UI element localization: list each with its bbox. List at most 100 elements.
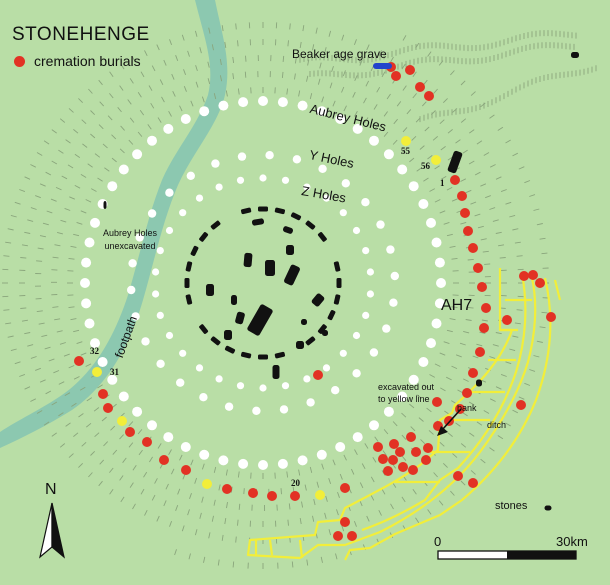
- hatch-tick: [109, 489, 114, 495]
- aubrey-hole: [147, 135, 157, 146]
- hatch-tick: [352, 91, 356, 98]
- hatch-tick: [401, 496, 406, 503]
- cremation-burial: [528, 270, 538, 280]
- cremation-burial: [389, 439, 399, 449]
- hatch-tick: [420, 439, 426, 445]
- hatch-tick: [489, 164, 496, 168]
- hatch-tick: [489, 207, 496, 210]
- aubrey-hole: [436, 278, 446, 288]
- sarsen-stone: [290, 212, 302, 221]
- hatch-tick: [211, 44, 214, 51]
- hatch-tick: [73, 432, 79, 437]
- hatch-tick: [282, 55, 285, 62]
- hatch-tick: [361, 463, 366, 470]
- hatch-tick: [470, 470, 476, 475]
- hatch-tick: [175, 505, 179, 511]
- y-hole: [376, 220, 385, 229]
- hatch-tick: [213, 93, 217, 100]
- hole-31-label: 31: [110, 367, 119, 377]
- stone: [296, 341, 304, 349]
- hatch-tick: [460, 118, 467, 123]
- hatch-tick: [433, 472, 438, 478]
- hatch-tick: [419, 145, 425, 150]
- hatch-tick: [80, 352, 87, 356]
- aubrey-hole: [84, 318, 95, 329]
- aubrey-hole: [132, 406, 143, 417]
- hatch-tick: [541, 252, 548, 255]
- north-label: N: [45, 481, 57, 498]
- hatch-tick: [514, 241, 521, 244]
- hatch-tick: [190, 100, 194, 107]
- hatch-tick: [373, 104, 378, 110]
- hatch-tick: [289, 23, 291, 30]
- aubrey-hole: [218, 100, 229, 111]
- z-hole: [303, 375, 311, 383]
- y-hole: [165, 188, 174, 197]
- hatch-tick: [286, 88, 289, 95]
- hatch-tick: [24, 386, 31, 390]
- hatch-tick: [390, 503, 394, 510]
- hatch-tick: [440, 387, 446, 392]
- hatch-tick: [235, 23, 237, 30]
- hatch-tick: [41, 334, 48, 338]
- hatch-tick: [514, 322, 521, 325]
- hatch-tick: [58, 412, 64, 417]
- hatch-tick: [107, 115, 113, 121]
- cremation-burial: [395, 447, 405, 457]
- hatch-tick: [81, 119, 87, 125]
- hatch-tick: [480, 102, 486, 108]
- aubrey-hole: [163, 123, 174, 134]
- aubrey-hole: [84, 237, 95, 248]
- cremation-burial: [411, 447, 421, 457]
- hatch-tick: [36, 310, 43, 313]
- hatch-tick: [120, 496, 125, 503]
- hole-55-label: 55: [401, 146, 410, 156]
- hatch-tick: [481, 319, 488, 322]
- cremation-burial: [103, 403, 113, 413]
- y-hole: [156, 359, 165, 368]
- hatch-tick: [280, 488, 282, 495]
- hatch-tick: [386, 93, 391, 100]
- hatch-tick: [410, 426, 416, 432]
- hatch-tick: [201, 496, 204, 503]
- hatch-tick: [79, 386, 86, 391]
- hatch-tick: [539, 326, 546, 329]
- hatch-tick: [451, 198, 458, 202]
- legend: cremation burials: [14, 53, 141, 69]
- hatch-tick: [518, 166, 525, 170]
- cremation-burial: [519, 271, 529, 281]
- hatch-tick: [172, 91, 176, 97]
- aubrey-hole: [316, 449, 327, 460]
- hatch-tick: [317, 78, 321, 85]
- hatch-tick: [211, 515, 214, 522]
- hatch-tick: [157, 117, 162, 123]
- hatch-tick: [439, 210, 446, 214]
- hatch-tick: [144, 509, 148, 516]
- hatch-tick: [161, 96, 165, 103]
- hatch-tick: [443, 341, 450, 345]
- hatch-tick: [168, 110, 172, 117]
- sarsen-stone: [240, 351, 252, 359]
- hatch-tick: [144, 50, 148, 57]
- hatch-tick: [195, 81, 199, 88]
- hatch-tick: [393, 118, 398, 125]
- hatch-tick: [451, 306, 458, 309]
- sarsen-stone: [317, 232, 327, 242]
- hatch-tick: [54, 244, 61, 247]
- hatch-tick: [341, 34, 345, 41]
- hatch-tick: [497, 126, 504, 131]
- z-hole: [236, 176, 245, 184]
- aubrey-hole: [277, 458, 288, 469]
- hatch-tick: [516, 309, 523, 311]
- hatch-tick: [128, 421, 134, 427]
- hatch-tick: [237, 40, 239, 47]
- hole-1-label: 1: [440, 178, 445, 188]
- hatch-tick: [472, 355, 479, 359]
- hatch-tick: [42, 222, 49, 226]
- hatch-tick: [170, 468, 175, 475]
- hatch-tick: [470, 201, 477, 205]
- hatch-tick: [332, 459, 336, 466]
- cremation-burial: [463, 226, 473, 236]
- hatch-tick: [159, 79, 164, 86]
